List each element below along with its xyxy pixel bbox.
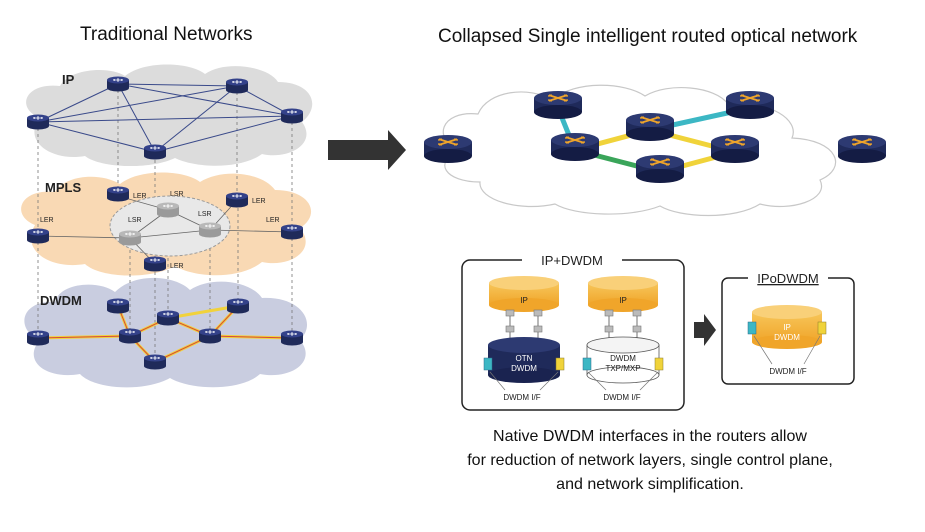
- mpls-layer-label: MPLS: [45, 180, 81, 195]
- router-icon: [281, 224, 303, 240]
- router-icon: [838, 135, 886, 163]
- if-pointers: [489, 371, 659, 391]
- arrow-right-icon: [328, 130, 406, 170]
- big-router-nodes: [424, 91, 886, 183]
- router-icon: [27, 330, 49, 346]
- ip-router-cylinder-left: IP: [489, 276, 559, 312]
- router-icon: [281, 108, 303, 124]
- router-icon: [226, 78, 248, 94]
- lsr-label: LSR: [198, 211, 212, 218]
- caption: Native DWDM interfaces in the routers al…: [420, 425, 880, 497]
- dwdm-layer-label: DWDM: [40, 293, 82, 308]
- dwdm-if-label-right: DWDM I/F: [603, 393, 640, 402]
- router-icon: [27, 114, 49, 130]
- ler-label: LER: [252, 198, 266, 205]
- router-icon: [626, 113, 674, 141]
- router-icon: [534, 91, 582, 119]
- ler-label: LER: [266, 217, 280, 224]
- otn-dwdm-label: DWDM: [511, 364, 537, 373]
- ip-router-cylinder-right: IP: [588, 276, 658, 312]
- lsr-label: LSR: [170, 191, 184, 198]
- ipodwdm-if-label: DWDM I/F: [769, 367, 806, 376]
- otn-dwdm-cylinder: OTN DWDM: [483, 337, 565, 383]
- router-icon: [119, 328, 141, 344]
- caption-line-1: Native DWDM interfaces in the routers al…: [493, 428, 807, 445]
- router-icon: [107, 76, 129, 92]
- lsr-label: LSR: [128, 217, 142, 224]
- dwdm-if-label-left: DWDM I/F: [503, 393, 540, 402]
- router-icon: [107, 186, 129, 202]
- router-icon: [551, 133, 599, 161]
- router-icon: [144, 144, 166, 160]
- router-icon: [711, 135, 759, 163]
- ipodwdm-cylinder: IP DWDM: [747, 305, 827, 349]
- ler-label: LER: [40, 217, 54, 224]
- ipodwdm-if-pointers: [753, 335, 821, 365]
- router-icon: [199, 328, 221, 344]
- ip-dwdm-title: IP+DWDM: [541, 253, 603, 268]
- router-icon: [424, 135, 472, 163]
- arrow-right-icon: [694, 314, 716, 346]
- router-label: IP: [520, 296, 528, 305]
- caption-line-3: and network simplification.: [556, 476, 744, 493]
- router-icon: [144, 256, 166, 272]
- router-icon: [144, 354, 166, 370]
- otn-label: OTN: [516, 354, 533, 363]
- router-label: IP: [619, 296, 627, 305]
- router-icon: [27, 228, 49, 244]
- right-title: Collapsed Single intelligent routed opti…: [438, 26, 858, 47]
- router-icon: [107, 298, 129, 314]
- router-icon: [157, 202, 179, 218]
- caption-line-2: for reduction of network layers, single …: [467, 452, 833, 469]
- ip-layer-label: IP: [62, 72, 75, 87]
- ipodwdm-ip-label: IP: [783, 323, 791, 332]
- txp-mxp-cylinder: DWDM TXP/MXP: [582, 336, 664, 384]
- ipodwdm-dwdm-label: DWDM: [774, 333, 800, 342]
- txp-dwdm-label: DWDM: [610, 354, 636, 363]
- ipodwdm-title: IPoDWDM: [757, 271, 818, 286]
- router-icon: [726, 91, 774, 119]
- small-router-nodes: [27, 76, 303, 370]
- router-icon: [226, 192, 248, 208]
- client-ports: [505, 309, 642, 333]
- router-icon: [199, 222, 221, 238]
- router-icon: [636, 155, 684, 183]
- ler-label: LER: [133, 193, 147, 200]
- router-icon: [119, 230, 141, 246]
- txp-mxp-label: TXP/MXP: [605, 364, 640, 373]
- ler-label: LER: [170, 263, 184, 270]
- router-icon: [281, 330, 303, 346]
- node-labels: LER LER LER LER LER LSR LSR LSR: [40, 191, 280, 270]
- left-title: Traditional Networks: [80, 24, 253, 45]
- router-icon: [157, 310, 179, 326]
- router-icon: [227, 298, 249, 314]
